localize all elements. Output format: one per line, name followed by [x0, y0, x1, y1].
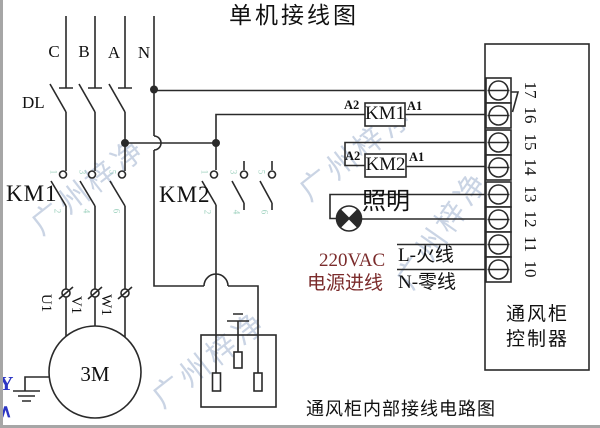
- phase-label-n: N: [137, 43, 151, 62]
- km1-coil-box: [364, 102, 406, 127]
- km2-coil-box: [364, 153, 407, 178]
- contact-number: 2: [52, 208, 63, 214]
- terminal-number-10: 10: [520, 260, 540, 278]
- km2-coil-a1-label: A1: [409, 150, 425, 164]
- km1-coil-a1-label: A1: [407, 99, 423, 113]
- power-supply-label: 电源进线: [307, 273, 384, 294]
- motor-label: 3M: [80, 361, 110, 386]
- terminal-number-13: 13: [520, 185, 540, 203]
- km1-contacts-icon: [50, 170, 127, 289]
- contact-number: 4: [231, 209, 242, 215]
- km2-coil-a2-label: A2: [345, 149, 361, 163]
- breaker-label: DL: [22, 93, 45, 112]
- km1-coil-a2-label: A2: [344, 98, 360, 112]
- contact-number: 6: [111, 208, 122, 214]
- km2-coil-label: KM2: [365, 154, 406, 175]
- lamp-icon: [335, 205, 363, 232]
- live-wire-label: L-火线: [398, 245, 454, 266]
- contact-number: 5: [256, 169, 267, 175]
- edge-mark-bottom: ∧: [0, 401, 13, 421]
- motor-terminals-icon: [58, 286, 133, 337]
- motor-terminal-w1: W1: [97, 294, 114, 316]
- lighting-label: 照明: [362, 189, 410, 215]
- controller-switch-icon: [511, 91, 520, 113]
- motor-ground-icon: [13, 376, 49, 402]
- km2-label: KM2: [159, 182, 211, 207]
- phase-label-a: A: [107, 43, 121, 62]
- terminal-number-16: 16: [520, 106, 540, 124]
- contact-number: 3: [228, 169, 239, 175]
- phase-label-c: C: [48, 42, 60, 61]
- controller-name-line2: 控制器: [506, 329, 570, 350]
- diagram-caption: 通风柜内部接线电路图: [306, 399, 496, 419]
- diagram-title: 单机接线图: [229, 3, 359, 28]
- km2-contacts-icon: [201, 143, 277, 373]
- phase-label-b: B: [78, 42, 90, 61]
- terminal-number-14: 14: [520, 158, 540, 176]
- motor-icon: [48, 325, 142, 419]
- controller-box: [484, 43, 590, 371]
- terminal-number-11: 11: [520, 235, 540, 253]
- socket-ground-icon: [227, 313, 249, 322]
- power-supply-voltage: 220VAC: [319, 250, 386, 271]
- motor-terminal-v1: V1: [67, 295, 84, 315]
- contact-number: 2: [202, 209, 213, 215]
- km1-coil-label: KM1: [365, 103, 406, 124]
- motor-terminal-u1: U1: [37, 293, 54, 313]
- diagram-canvas: [13, 16, 590, 419]
- edge-mark-top: Y: [0, 373, 14, 395]
- terminal-number-15: 15: [520, 133, 540, 151]
- contact-number: 1: [199, 169, 210, 175]
- contact-number: 6: [259, 209, 270, 215]
- contact-number: 4: [81, 208, 92, 214]
- terminal-number-12: 12: [520, 210, 540, 228]
- neutral-wire-label: N-零线: [398, 272, 457, 293]
- km1-label: KM1: [6, 181, 58, 206]
- contact-number: 1: [48, 169, 59, 175]
- socket-box-icon: [200, 313, 277, 408]
- contact-number: 5: [107, 169, 118, 175]
- control-wires: [125, 89, 486, 271]
- controller-name-line1: 通风柜: [506, 304, 570, 325]
- junction-dots: [121, 85, 220, 147]
- phase-lines: [59, 16, 155, 136]
- dl-breaker-icon: [49, 83, 126, 171]
- contact-number: 3: [77, 169, 88, 175]
- terminal-block: [485, 77, 520, 283]
- terminal-number-17: 17: [520, 81, 540, 99]
